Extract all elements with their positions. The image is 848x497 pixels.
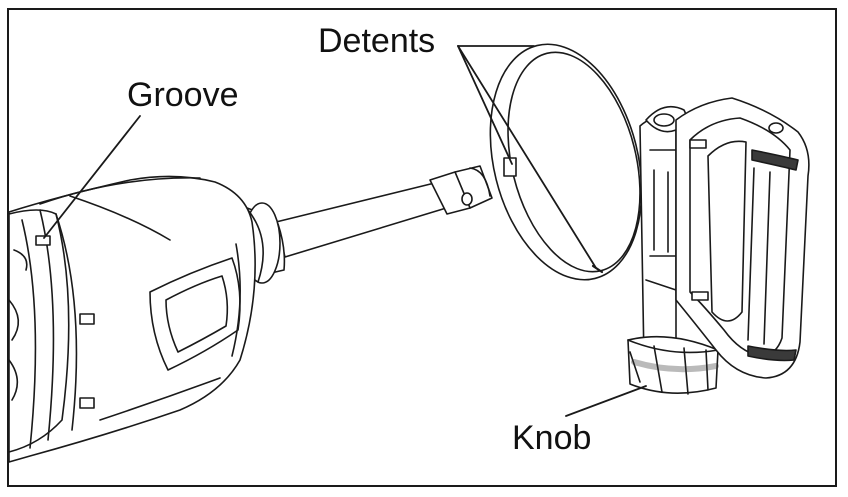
handle-ring — [489, 43, 643, 281]
tool-housing — [8, 175, 256, 463]
knob-leader — [565, 385, 647, 417]
detents-leader-left — [457, 45, 513, 165]
detents-leader-right — [457, 45, 597, 269]
knob-label: Knob — [512, 419, 592, 457]
leader-lines — [43, 45, 647, 417]
groove-label: Groove — [127, 76, 239, 114]
knob — [627, 335, 719, 395]
d-handle — [675, 97, 810, 379]
groove-leader — [43, 115, 141, 239]
grip-collar — [8, 209, 95, 453]
anvil-shaft — [275, 165, 493, 258]
detents-label: Detents — [318, 22, 436, 60]
